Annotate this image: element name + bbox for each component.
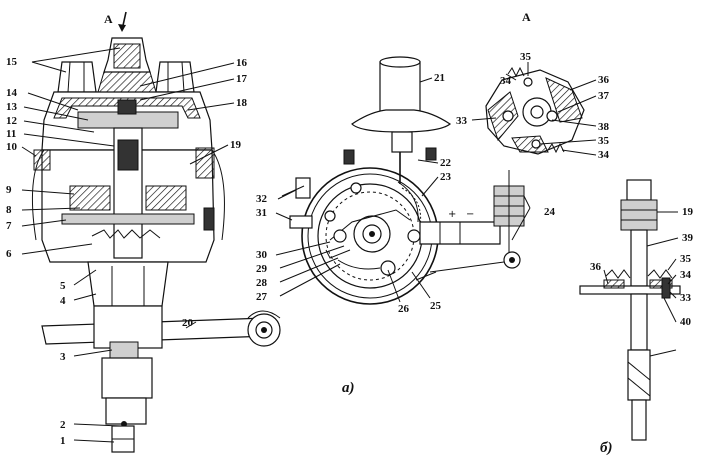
label-40: 40 — [680, 316, 692, 328]
label-33-right: 33 — [680, 292, 692, 304]
label-19-right: 19 — [682, 206, 694, 218]
vacuum-regulator — [351, 109, 452, 133]
shaft-gear — [627, 349, 651, 401]
label-34-detail-bottom: 34 — [598, 149, 610, 161]
label-35-right: 35 — [680, 253, 692, 265]
middle-top-view: + − — [281, 56, 525, 305]
breaker-plate — [61, 213, 195, 225]
label-1: 1 — [60, 435, 66, 447]
label-34-detail-top: 34 — [500, 75, 512, 87]
label-36-detail: 36 — [598, 74, 610, 86]
label-2: 2 — [60, 419, 66, 431]
label-37-detail: 37 — [598, 90, 610, 102]
caption-b: б) — [600, 440, 612, 456]
label-11: 11 — [6, 128, 16, 140]
label-17: 17 — [236, 73, 248, 85]
label-10: 10 — [6, 141, 18, 153]
label-32: 32 — [256, 193, 268, 205]
label-28: 28 — [256, 277, 268, 289]
shaft-lower — [631, 399, 647, 441]
terminal-screw — [295, 177, 311, 199]
capacitor — [33, 149, 51, 171]
label-30: 30 — [256, 249, 268, 261]
label-16: 16 — [236, 57, 248, 69]
housing-neck — [87, 261, 169, 307]
label-33-detail: 33 — [456, 115, 468, 127]
label-18: 18 — [236, 97, 248, 109]
label-24: 24 — [544, 206, 556, 218]
terminal-left — [289, 215, 313, 229]
label-8: 8 — [6, 204, 12, 216]
shaft-middle — [630, 293, 648, 351]
centrifugal-weight-right — [145, 185, 187, 211]
label-23: 23 — [440, 171, 452, 183]
label-21: 21 — [434, 72, 445, 84]
label-22: 22 — [440, 157, 452, 169]
label-3: 3 — [60, 351, 66, 363]
label-5: 5 — [60, 280, 66, 292]
right-callouts: 19 39 35 34 33 40 36 б) — [590, 206, 694, 456]
label-27: 27 — [256, 291, 268, 303]
svg-text:+: + — [448, 209, 456, 220]
left-callouts: 15 14 13 12 11 10 9 8 7 6 5 4 3 2 1 16 1… — [6, 47, 248, 447]
label-12: 12 — [6, 115, 18, 127]
shaft-upper — [630, 229, 648, 287]
label-13: 13 — [6, 101, 18, 113]
label-14: 14 — [6, 87, 18, 99]
detail-view-marker: A — [522, 10, 531, 24]
middle-callouts: 21 22 23 24 25 26 27 28 29 30 31 32 а) — [256, 72, 556, 396]
label-15: 15 — [6, 56, 18, 68]
svg-text:−: − — [466, 209, 474, 220]
nut — [109, 341, 139, 359]
label-19: 19 — [230, 139, 242, 151]
label-35-detail-bottom: 35 — [598, 135, 610, 147]
label-9: 9 — [6, 184, 12, 196]
vacuum-pipe — [379, 61, 421, 113]
detail-view-a: A — [485, 10, 585, 155]
drive-coupling — [105, 397, 147, 425]
view-marker-label: A — [104, 12, 113, 26]
left-section-view: A — [31, 11, 281, 453]
label-29: 29 — [256, 263, 268, 275]
label-38-detail: 38 — [598, 121, 610, 133]
weight-plate-side — [579, 285, 681, 295]
label-26: 26 — [398, 303, 410, 315]
label-6: 6 — [6, 248, 12, 260]
right-shaft-view — [579, 179, 681, 441]
centrifugal-weight-detail-right — [545, 77, 583, 123]
shaft-bushing — [101, 357, 153, 399]
label-25: 25 — [430, 300, 442, 312]
label-7: 7 — [6, 220, 12, 232]
label-39: 39 — [682, 232, 694, 244]
caption-a: а) — [342, 380, 355, 396]
cam-sleeve — [620, 199, 658, 231]
cap-side-terminal-left — [57, 61, 97, 93]
cam-top — [626, 179, 652, 201]
label-34-right: 34 — [680, 269, 692, 281]
view-arrow-a: A — [104, 11, 127, 32]
centrifugal-weight-left — [69, 185, 111, 211]
label-31: 31 — [256, 207, 267, 219]
octane-corrector-body — [93, 305, 163, 349]
label-20: 20 — [182, 317, 194, 329]
label-4: 4 — [60, 295, 66, 307]
label-35-detail-top: 35 — [520, 51, 532, 63]
detail-callouts: 35 34 33 36 37 38 35 34 — [456, 51, 610, 161]
spring-clip-right — [211, 149, 225, 241]
label-36-right: 36 — [590, 261, 602, 273]
